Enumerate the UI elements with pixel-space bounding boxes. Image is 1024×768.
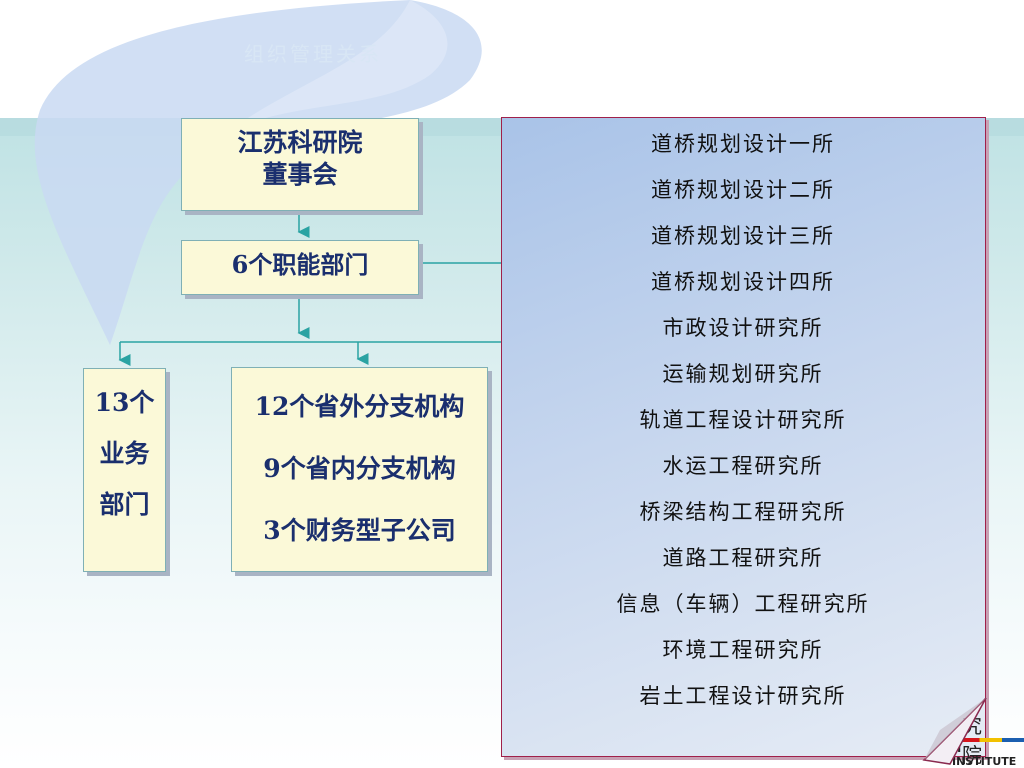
institute-item: 环境工程研究所 bbox=[662, 638, 824, 662]
board-line1: 江苏科研院 bbox=[237, 128, 363, 157]
branch-item: 3个财务型子公司 bbox=[263, 516, 456, 545]
decorative-swoosh bbox=[34, 0, 482, 345]
branches-box: 12个省外分支机构 9个省内分支机构 3个财务型子公司 bbox=[231, 367, 488, 572]
functional-departments-label: 6个职能部门 bbox=[231, 250, 369, 279]
institute-item: 道桥规划设计一所 bbox=[651, 132, 835, 156]
institute-item: 水运工程研究所 bbox=[662, 454, 824, 478]
institute-item: 市政设计研究所 bbox=[662, 316, 824, 340]
watermark-title: 组织管理关系 bbox=[244, 42, 382, 66]
institutes-list: 道桥规划设计一所 道桥规划设计二所 道桥规划设计三所 道桥规划设计四所 市政设计… bbox=[503, 128, 983, 726]
business-departments-box: 13个 业务 部门 bbox=[83, 368, 166, 572]
institute-item: 岩土工程设计研究所 bbox=[639, 684, 847, 708]
business-line2: 业务 bbox=[99, 439, 150, 468]
institute-item: 信息（车辆）工程研究所 bbox=[616, 592, 870, 616]
business-line3: 部门 bbox=[99, 490, 150, 519]
institute-item: 运输规划研究所 bbox=[662, 362, 824, 386]
branch-item: 9个省内分支机构 bbox=[263, 454, 456, 483]
institute-item: 道桥规划设计三所 bbox=[651, 224, 835, 248]
branch-item: 12个省外分支机构 bbox=[254, 392, 465, 421]
institute-item: 桥梁结构工程研究所 bbox=[639, 500, 847, 524]
institute-item: 道路工程研究所 bbox=[662, 546, 824, 570]
board-line2: 董事会 bbox=[262, 160, 338, 189]
institutes-panel bbox=[501, 117, 986, 757]
logo-color-bar bbox=[950, 738, 1024, 742]
functional-departments-box: 6个职能部门 bbox=[181, 240, 419, 295]
board-box: 江苏科研院 董事会 bbox=[181, 118, 419, 211]
institute-item: 轨道工程设计研究所 bbox=[639, 408, 847, 432]
institute-item: 道桥规划设计四所 bbox=[651, 270, 835, 294]
business-line1: 13个 bbox=[94, 388, 155, 417]
institute-item: 道桥规划设计二所 bbox=[651, 178, 835, 202]
page-curl-icon bbox=[922, 697, 987, 765]
